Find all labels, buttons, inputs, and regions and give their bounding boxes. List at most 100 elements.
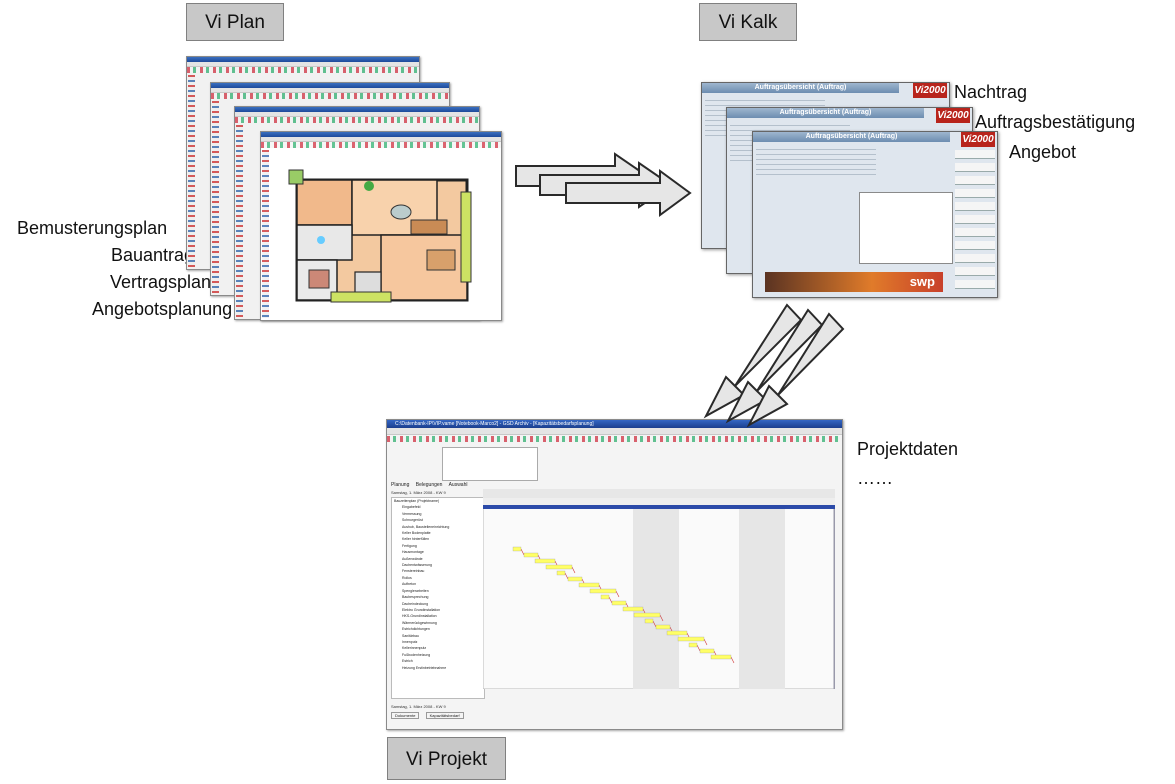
task-row[interactable]: Estrich <box>402 659 413 664</box>
gantt-bar[interactable] <box>523 552 539 558</box>
vi-plan-label: Vi Plan <box>186 3 284 41</box>
gantt-bar[interactable] <box>677 636 705 642</box>
task-row[interactable]: Schnurgerüst <box>402 518 423 523</box>
vi-projekt-screenshot: C:\Datenbank-IP\VIP.vame [Notebook-Marco… <box>386 419 843 730</box>
gantt-bar[interactable] <box>567 576 583 582</box>
vi2000-logo: Vi2000 <box>936 108 970 123</box>
gantt-link <box>564 572 569 580</box>
gantt-bar[interactable] <box>699 648 715 654</box>
gantt-bar[interactable] <box>710 654 732 660</box>
gantt-link <box>652 620 657 628</box>
task-row[interactable]: Fenstereinbau <box>402 569 425 574</box>
gantt-bar[interactable] <box>578 582 600 588</box>
task-row[interactable]: Sanitärbau <box>402 633 419 638</box>
gantt-link <box>571 566 576 574</box>
projekt-window-title: C:\Datenbank-IP\VIP.vame [Notebook-Marco… <box>395 421 594 427</box>
projekt-tab-bar: Planung Belegungen Auswahl <box>391 482 467 488</box>
kalk-window-3: Auftragsübersicht (Auftrag) Vi2000 swp <box>752 131 998 298</box>
task-row[interactable]: Baubesprechung <box>402 595 429 600</box>
task-row[interactable]: Vermessung <box>402 511 422 516</box>
gantt-bar[interactable] <box>589 588 617 594</box>
task-row[interactable]: Keller Bodenplatte <box>402 531 431 536</box>
gantt-bar[interactable] <box>644 618 654 624</box>
projekt-output-projektdaten: Projektdaten <box>857 439 959 459</box>
gantt-link <box>615 590 620 598</box>
task-row[interactable]: Aufbeton <box>402 582 417 587</box>
kalk-summary-panel <box>859 192 953 264</box>
plan-output-vertragsplan: Vertragsplan <box>110 272 212 292</box>
task-row[interactable]: Eingabefeld <box>402 505 421 510</box>
gantt-link <box>696 644 701 652</box>
projekt-title-bar: C:\Datenbank-IP\VIP.vame [Notebook-Marco… <box>387 420 842 428</box>
task-row[interactable]: Kellerinnenputz <box>402 646 427 651</box>
gantt-bar[interactable] <box>600 594 610 600</box>
gantt-bar[interactable] <box>633 612 661 618</box>
arrow-down-2 <box>725 308 824 424</box>
projekt-gantt-chart <box>483 489 835 689</box>
tray-kapazitaetsbedarf[interactable]: Kapazitätsbedarf <box>425 712 464 719</box>
task-row[interactable]: HKS-Grundinstallation <box>402 614 437 619</box>
task-row[interactable]: Rollos <box>402 575 412 580</box>
plan-output-bemusterungsplan: Bemusterungsplan <box>17 218 168 238</box>
gantt-bar[interactable] <box>611 600 627 606</box>
gantt-link <box>520 548 525 556</box>
swp-logo: swp <box>909 274 935 289</box>
kalk-output-angebot: Angebot <box>1009 142 1077 162</box>
kalk-window-title: Auftragsübersicht (Auftrag) <box>753 132 950 142</box>
gantt-bar[interactable] <box>688 642 698 648</box>
arrow-right-2 <box>539 161 673 209</box>
arrow-right-3 <box>565 169 692 217</box>
gantt-bar[interactable] <box>545 564 573 570</box>
task-row[interactable]: Spenglerarbeiten <box>402 588 429 593</box>
vi-projekt-label: Vi Projekt <box>387 737 506 780</box>
kalk-output-auftragsbestaetigung: Auftragsbestätigung <box>975 112 1136 132</box>
floor-plan-drawing <box>288 169 472 303</box>
tab-belegungen[interactable]: Belegungen <box>415 482 443 488</box>
task-row[interactable]: Keller hinterfüllen <box>402 537 430 542</box>
plan-output-angebotsplanung: Angebotsplanung <box>92 299 233 319</box>
plan-output-bauantrag: Bauantrag <box>111 245 195 265</box>
tray-dokumente[interactable]: Dokumente <box>391 712 420 719</box>
tab-auswahl[interactable]: Auswahl <box>448 482 468 488</box>
kalk-side-buttons <box>955 150 995 290</box>
task-row[interactable]: Estrichdichtungen <box>402 627 430 632</box>
arrow-down-1 <box>703 303 803 419</box>
gantt-bar[interactable] <box>666 630 688 636</box>
arrow-right-1 <box>515 152 649 200</box>
task-row[interactable]: Fertigung <box>402 543 417 548</box>
task-row[interactable]: Hausmontage <box>402 550 424 555</box>
plan-to-kalk-arrows <box>515 152 692 217</box>
vi2000-logo: Vi2000 <box>913 83 947 98</box>
kalk-output-nachtrag: Nachtrag <box>954 82 1028 102</box>
task-row[interactable]: Aushub, Baustelleneinrichtung <box>402 524 450 529</box>
task-row[interactable]: Dachentwässerung <box>402 563 432 568</box>
task-row[interactable]: Bauzeitenplan (Projektname) <box>394 499 440 503</box>
task-row[interactable]: Wärmerückgewinnung <box>402 620 437 625</box>
task-row[interactable]: Elektro Grundinstallation <box>402 607 441 612</box>
projekt-project-panel <box>442 447 538 481</box>
swp-banner: swp <box>765 272 943 292</box>
gantt-bar[interactable] <box>655 624 671 630</box>
task-row[interactable]: Innenputz <box>402 639 418 644</box>
gantt-link <box>730 656 735 664</box>
kalk-window-title: Auftragsübersicht (Auftrag) <box>702 83 899 93</box>
tab-planung[interactable]: Planung <box>391 482 410 488</box>
task-row[interactable]: Fußbodenheizung <box>402 652 431 657</box>
projekt-status-line: Samstag, 1. März 2008 - KW 9 <box>391 490 446 495</box>
task-row[interactable]: Dacheindeckung <box>402 601 429 606</box>
vi-kalk-label: Vi Kalk <box>699 3 797 41</box>
projekt-bottom-status: Samstag, 1. März 2008 - KW 9 <box>391 704 446 709</box>
plan-window-4 <box>260 131 502 321</box>
task-row[interactable]: Heizung Erstinbetriebnahme <box>402 665 447 670</box>
projekt-output-ellipsis: …… <box>857 468 893 488</box>
gantt-bar[interactable] <box>512 546 522 552</box>
gantt-link <box>703 638 708 646</box>
projekt-tray: Dokumente Kapazitätsbedarf <box>391 712 464 719</box>
task-row[interactable]: Außenwände <box>402 556 423 561</box>
gantt-link <box>659 614 664 622</box>
gantt-link <box>608 596 613 604</box>
gantt-bar[interactable] <box>622 606 644 612</box>
gantt-bar[interactable] <box>534 558 556 564</box>
gantt-bar[interactable] <box>556 570 566 576</box>
